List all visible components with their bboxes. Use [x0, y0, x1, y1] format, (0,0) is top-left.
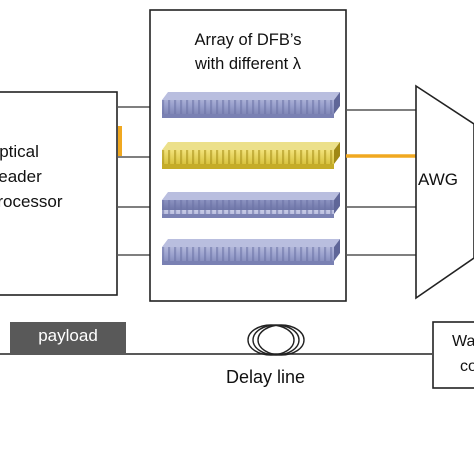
dfb-laser-2-active [162, 142, 340, 169]
dfb-array-title-line1: Array of DFB’s [194, 31, 302, 49]
dfb-laser-3 [162, 192, 340, 218]
wavelength-converter-label-line1: Wa [452, 333, 474, 350]
wavelength-converter-box [432, 321, 474, 389]
payload-label: payload [38, 326, 98, 345]
control-lines [117, 106, 150, 256]
delay-line-label: Delay line [226, 367, 306, 387]
ohp-label-line3: Processor [0, 192, 63, 211]
awg-block [415, 84, 474, 300]
fiber-coil-icon [247, 324, 305, 356]
awg-label: AWG [418, 170, 458, 189]
dfb-array-title-line2: with different λ [194, 55, 302, 73]
dfb-laser-4 [162, 239, 340, 265]
ohp-label-line2: Header [0, 167, 42, 186]
ohp-label-line1: Optical [0, 142, 39, 161]
active-control-marker [118, 126, 122, 156]
payload-block [10, 322, 126, 353]
dfb-laser-1 [162, 92, 340, 118]
dfb-to-awg-lines [346, 109, 416, 256]
optical-header-processor-box [0, 91, 118, 296]
wavelength-converter-label-line2: co [460, 358, 474, 375]
